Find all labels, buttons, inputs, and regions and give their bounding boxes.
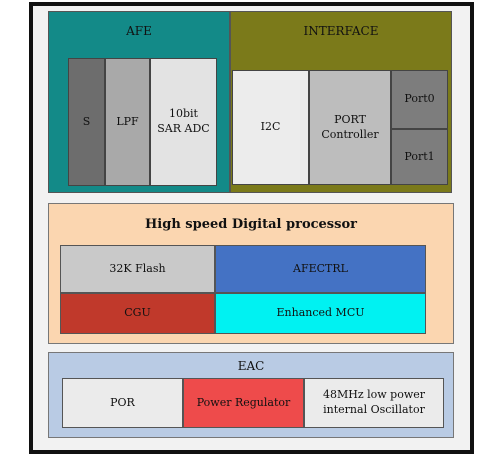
interface-port-controller-block: PORT Controller bbox=[309, 70, 391, 185]
power-regulator-block: Power Regulator bbox=[183, 378, 304, 428]
interface-port0-block: Port0 bbox=[391, 70, 448, 129]
interface-port1-block: Port1 bbox=[391, 129, 448, 185]
por-block: POR bbox=[62, 378, 183, 428]
interface-i2c-block: I2C bbox=[232, 70, 309, 185]
oscillator-block: 48MHz low power internal Oscillator bbox=[304, 378, 444, 428]
afectrl-block: AFECTRL bbox=[215, 245, 426, 293]
flash-block: 32K Flash bbox=[60, 245, 215, 293]
digital-processor-title: High speed Digital processor bbox=[145, 217, 357, 232]
eac-title: EAC bbox=[237, 359, 265, 373]
afe-s-block: S bbox=[68, 58, 105, 186]
enhanced-mcu-block: Enhanced MCU bbox=[215, 293, 426, 334]
afe-adc-block: 10bit SAR ADC bbox=[150, 58, 217, 186]
afe-title: AFE bbox=[126, 24, 152, 38]
interface-title: INTERFACE bbox=[303, 24, 379, 38]
afe-lpf-block: LPF bbox=[105, 58, 150, 186]
cgu-block: CGU bbox=[60, 293, 215, 334]
